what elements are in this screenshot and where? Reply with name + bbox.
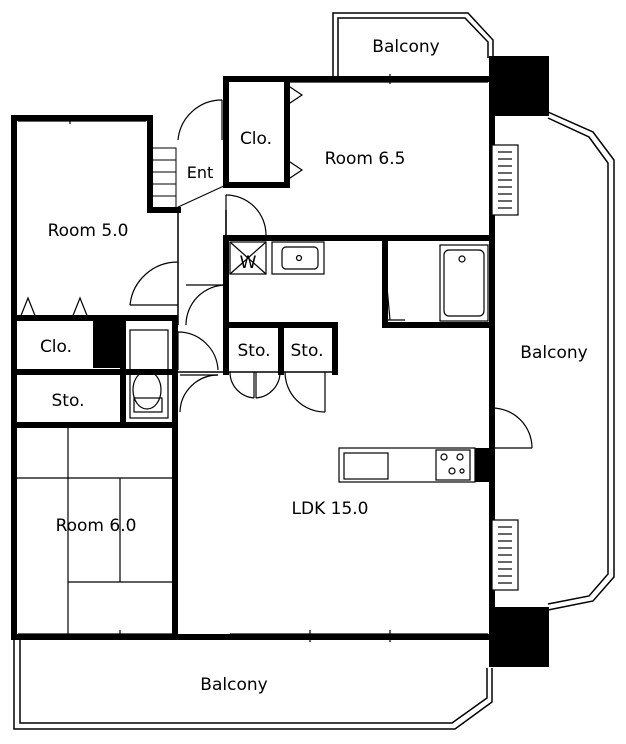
balcony-top-outline <box>332 12 494 76</box>
closet-fold-marks <box>19 84 304 319</box>
louver-windows <box>491 144 519 591</box>
balcony-top-label: Balcony <box>372 37 439 57</box>
storage-mid-2-label: Sto. <box>291 341 324 361</box>
closet-left-label: Clo. <box>40 337 72 357</box>
balcony-right-outline <box>547 111 615 611</box>
balcony-right-label: Balcony <box>520 343 587 363</box>
entrance-label: Ent <box>187 163 214 182</box>
toilet <box>129 329 169 419</box>
room-6-5-label: Room 6.5 <box>325 149 406 169</box>
windows <box>18 74 488 642</box>
bathtub <box>385 244 489 322</box>
room-6-0-label: Room 6.0 <box>56 516 137 536</box>
entrance-steps <box>151 147 227 209</box>
closet-top-label: Clo. <box>240 129 272 149</box>
room-5-0-label: Room 5.0 <box>48 221 129 241</box>
storage-left-label: Sto. <box>52 391 85 411</box>
tatami-mats <box>14 425 175 634</box>
washroom-fixtures <box>229 241 325 275</box>
balcony-bottom-label: Balcony <box>200 675 267 695</box>
washroom-label: W <box>240 253 257 273</box>
structural-columns <box>93 56 549 667</box>
storage-mid-1-label: Sto. <box>238 341 271 361</box>
doors <box>129 99 533 449</box>
ldk-label: LDK 15.0 <box>292 499 369 519</box>
balcony-bottom-outline <box>13 640 493 730</box>
kitchen-counter <box>338 447 476 483</box>
